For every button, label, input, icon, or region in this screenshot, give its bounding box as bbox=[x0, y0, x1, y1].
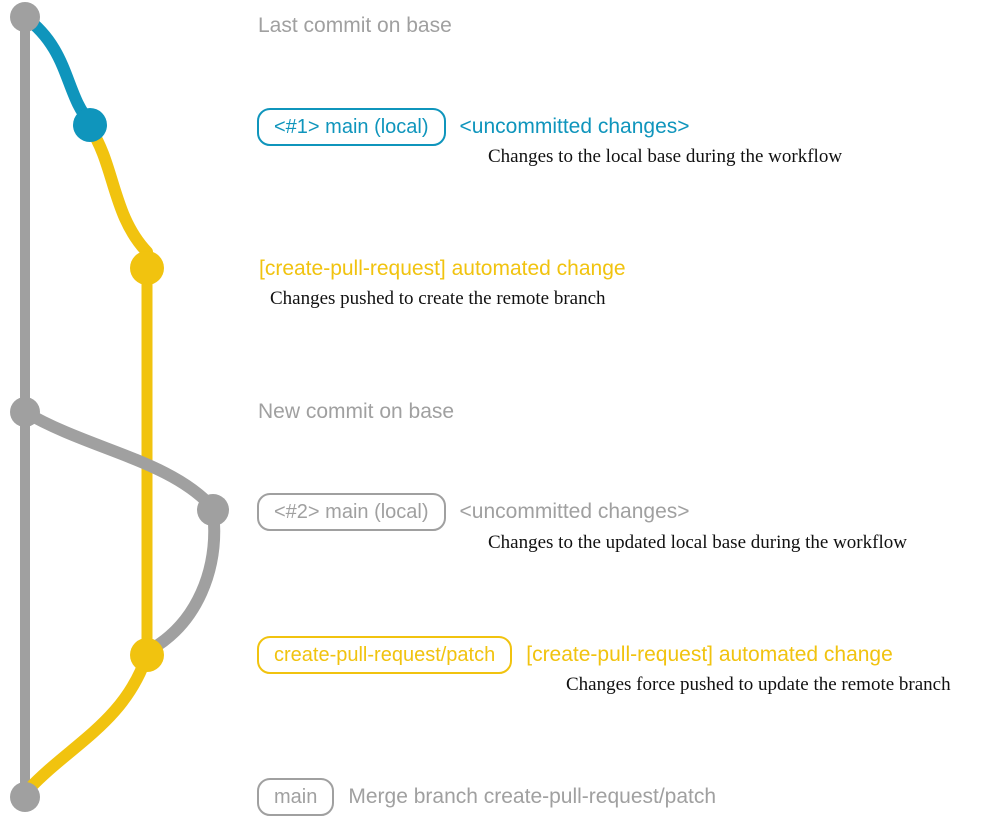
last-commit-label: Last commit on base bbox=[258, 14, 452, 37]
uncommitted-changes-2-title: <uncommitted changes> bbox=[459, 500, 690, 523]
uncommitted-changes-1-desc: Changes to the local base during the wor… bbox=[488, 146, 843, 167]
commit-node-last-base bbox=[10, 2, 40, 32]
branch-badge-patch: create-pull-request/patch bbox=[257, 636, 513, 674]
branch-badge-main: main bbox=[257, 778, 335, 816]
branch-badge-main-local-2: <#2> main (local) bbox=[257, 493, 446, 531]
automated-change-2-desc: Changes force pushed to update the remot… bbox=[566, 674, 951, 695]
pr-merge-curve bbox=[22, 649, 153, 796]
commit-node-2-main-local bbox=[197, 494, 229, 526]
merge-commit-title: Merge branch create-pull-request/patch bbox=[348, 785, 717, 808]
commit-node-new-base bbox=[10, 397, 40, 427]
commit-node-automated-change-2 bbox=[130, 638, 164, 672]
commit-graph bbox=[10, 2, 229, 812]
automated-change-1-desc: Changes pushed to create the remote bran… bbox=[270, 288, 606, 309]
commit-node-merge bbox=[10, 782, 40, 812]
local-main-branch-line bbox=[19, 11, 96, 128]
updated-local-branch-curve bbox=[19, 406, 219, 514]
automated-change-2-title: [create-pull-request] automated change bbox=[526, 643, 893, 666]
commit-node-1-main-local bbox=[73, 108, 107, 142]
uncommitted-changes-2-desc: Changes to the updated local base during… bbox=[488, 532, 907, 553]
commit-node-automated-change-1 bbox=[130, 251, 164, 285]
pr-branch-curve-top bbox=[84, 122, 153, 258]
force-push-curve bbox=[144, 504, 221, 656]
uncommitted-changes-1-title: <uncommitted changes> bbox=[459, 115, 690, 138]
new-commit-label: New commit on base bbox=[258, 400, 455, 423]
automated-change-1-title: [create-pull-request] automated change bbox=[259, 257, 626, 280]
branch-badge-main-local-1: <#1> main (local) bbox=[257, 108, 446, 146]
